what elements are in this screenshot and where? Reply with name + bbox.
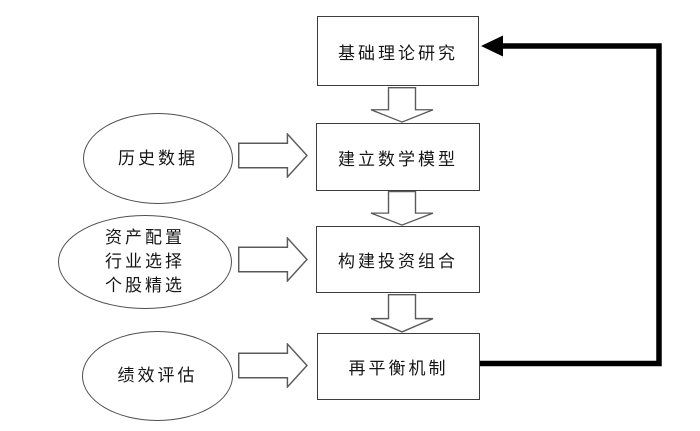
box-construct-portfolio: 构建投资组合 — [316, 226, 480, 293]
ellipse-allocation-line-3: 个股精选 — [105, 276, 185, 296]
ellipse-allocation-line-1: 资产配置 — [105, 228, 185, 248]
arrow-down-icon-3 — [370, 293, 434, 333]
box-construct-portfolio-label: 构建投资组合 — [338, 252, 458, 272]
box-rebalance-mechanism-label: 再平衡机制 — [348, 359, 449, 379]
feedback-arrowhead-icon — [481, 35, 503, 57]
arrow-right-icon-2 — [238, 237, 308, 282]
arrow-right-icon-3 — [238, 343, 308, 388]
arrow-down-icon-2 — [370, 191, 434, 226]
ellipse-performance-evaluation-label: 绩效评估 — [117, 366, 198, 386]
box-basic-theory-research-label: 基础理论研究 — [338, 43, 458, 64]
ellipse-allocation-selection: 资产配置 行业选择 个股精选 — [58, 215, 232, 309]
arrow-right-icon-1 — [238, 133, 308, 178]
box-rebalance-mechanism: 再平衡机制 — [317, 333, 480, 400]
box-build-math-model-label: 建立数学模型 — [338, 149, 458, 170]
box-basic-theory-research: 基础理论研究 — [317, 16, 479, 86]
feedback-loop-line — [480, 43, 662, 367]
box-build-math-model: 建立数学模型 — [316, 123, 480, 191]
ellipse-historical-data-label: 历史数据 — [118, 148, 198, 169]
ellipse-allocation-line-2: 行业选择 — [105, 252, 185, 272]
ellipse-historical-data: 历史数据 — [83, 113, 233, 204]
ellipse-performance-evaluation: 绩效评估 — [82, 331, 233, 421]
arrow-down-icon-1 — [370, 86, 434, 123]
